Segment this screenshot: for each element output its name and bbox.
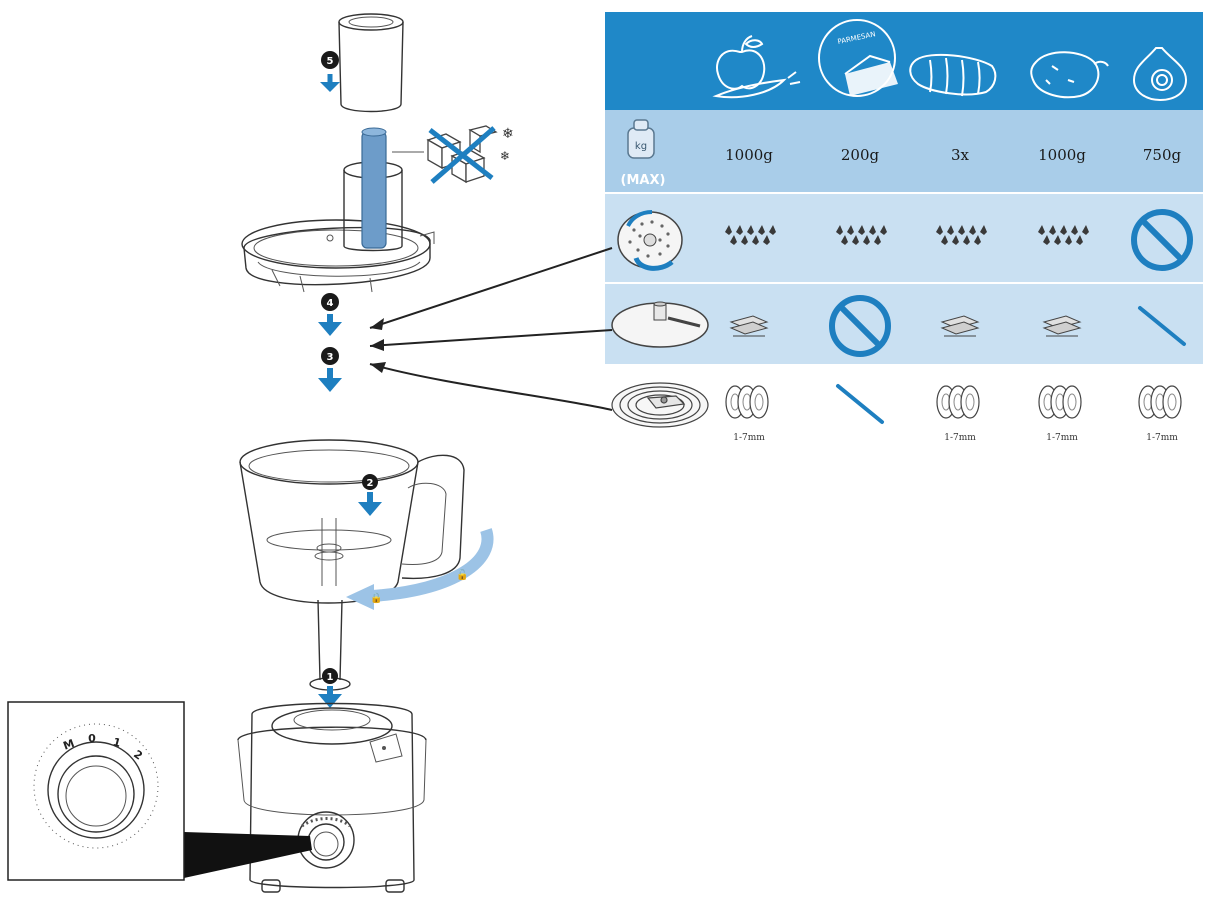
capacity-value: 200g [841, 146, 880, 164]
svg-text:❄: ❄ [502, 126, 514, 142]
no-ice-cubes-icon: ❄ ❄ [392, 126, 514, 182]
slice-size-label: 1-7mm [944, 433, 976, 443]
step-2-label: 2 [367, 478, 374, 489]
slices-icon [937, 386, 979, 418]
max-label: (MAX) [621, 173, 666, 188]
svg-text:🔒: 🔒 [370, 592, 382, 604]
capacity-value: 1000g [725, 146, 773, 164]
dial-label-0: 0 [88, 732, 96, 745]
pointer-arrows [370, 248, 612, 410]
step-4-marker: 4 [318, 293, 342, 336]
capacity-row-bg [605, 110, 1203, 192]
step-1-marker: 1 [318, 668, 342, 708]
capacity-value: 750g [1143, 146, 1182, 164]
step-5-marker: 5 [320, 51, 340, 92]
food-pusher [339, 14, 403, 112]
svg-text:🔓: 🔓 [456, 568, 468, 581]
inner-pusher [362, 132, 386, 248]
step-5-label: 5 [327, 56, 334, 67]
step-3-marker: 3 [318, 347, 342, 392]
slices-icon [1039, 386, 1081, 418]
slice-size-label: 1-7mm [1046, 433, 1078, 443]
capacity-value: 3x [951, 146, 970, 164]
bowl-rotation-arrow: 🔒 🔓 [346, 530, 488, 610]
capacity-value: 1000g [1038, 146, 1086, 164]
slices-icon [1139, 386, 1181, 418]
slicing-disc-icon [612, 302, 708, 347]
step-3-label: 3 [327, 352, 334, 363]
step-1-label: 1 [327, 672, 334, 683]
adjustable-slicing-disc-icon [612, 383, 708, 427]
motor-unit [238, 704, 426, 893]
grating-disc-icon [618, 212, 682, 268]
processing-bowl [240, 440, 464, 603]
svg-text:❄: ❄ [500, 149, 510, 163]
weight-label: kg [635, 141, 647, 152]
table-header [605, 12, 1203, 110]
stick-icon [838, 386, 882, 422]
slices-icon [726, 386, 768, 418]
step-4-label: 4 [327, 298, 334, 309]
slice-size-label: 1-7mm [1146, 433, 1178, 443]
lid-with-feed-tube [242, 128, 434, 292]
slice-size-label: 1-7mm [733, 433, 765, 443]
knob-zoom-callout: M 0 1 2 [8, 702, 312, 880]
